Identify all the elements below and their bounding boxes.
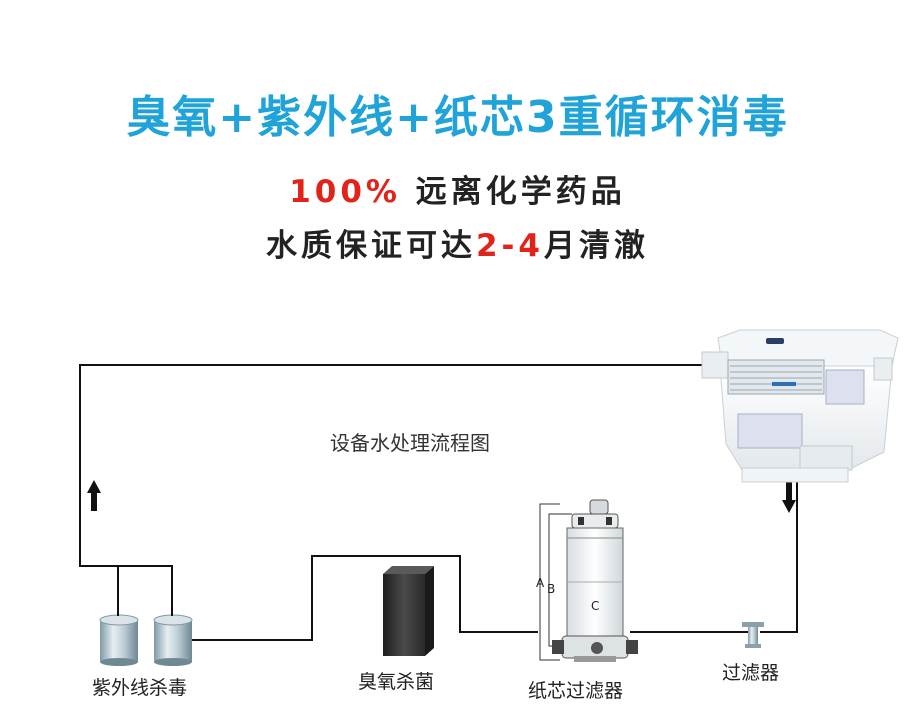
label-ozone-sterilizer: 臭氧杀菌 xyxy=(358,671,435,693)
subline-chemical-free: 100% 远离化学药品 xyxy=(0,172,915,212)
pipe-top-return xyxy=(79,364,720,567)
dimension-label-b: B xyxy=(547,582,556,596)
uv-cylinder-left xyxy=(99,614,139,666)
dimension-label-a: A xyxy=(536,576,545,590)
subline-clarity: 水质保证可达2-4月清澈 xyxy=(0,226,915,266)
treatment-unit xyxy=(701,329,899,483)
arrow-up-icon xyxy=(87,480,101,511)
pipe-uv-bridge xyxy=(117,565,173,596)
label-filter: 过滤器 xyxy=(722,662,780,684)
ozone-generator xyxy=(383,566,434,656)
pipe-to-ozone xyxy=(190,555,538,641)
label-cartridge-filter: 纸芯过滤器 xyxy=(528,680,624,702)
subline-percent: 100% xyxy=(289,174,401,210)
cartridge-filter xyxy=(539,499,638,662)
inline-filter xyxy=(742,622,764,648)
pipe-filter-up xyxy=(760,470,798,633)
label-uv-sterilizer: 紫外线杀毒 xyxy=(92,677,188,699)
subline-clarity-pre: 水质保证可达 xyxy=(265,228,476,264)
headline: 臭氧+紫外线+纸芯3重循环消毒 xyxy=(126,92,789,143)
arrow-down-icon xyxy=(782,482,796,513)
subline-chemical-text: 远离化学药品 xyxy=(400,174,626,210)
uv-cylinder-right xyxy=(153,614,193,666)
subline-clarity-post: 月清澈 xyxy=(544,228,649,264)
diagram-caption: 设备水处理流程图 xyxy=(330,431,490,455)
dimension-label-c: C xyxy=(591,599,600,613)
uv-sterilizer xyxy=(99,596,193,666)
pipe-loop xyxy=(79,364,798,641)
subline-months: 2-4 xyxy=(475,228,544,264)
